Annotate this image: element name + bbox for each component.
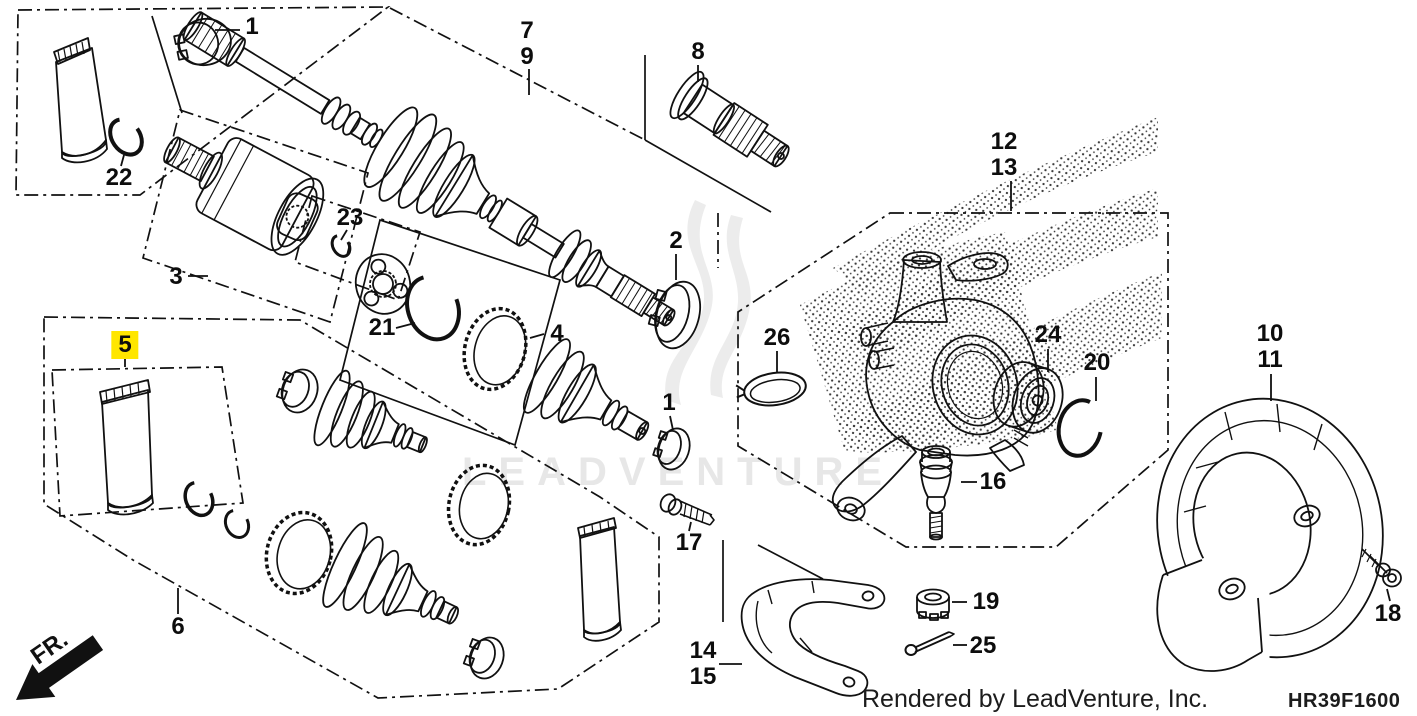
box-boot-kit [43,316,660,699]
credit-text: Rendered by LeadVenture, Inc. [862,685,1209,713]
grease-tube-5 [99,379,154,516]
callout-22[interactable]: 22 [105,164,133,191]
callout-11[interactable]: 11 [1257,346,1283,373]
box-knuckle [737,212,1169,548]
steering-knuckle [831,251,1040,522]
kit-clamp-lower [462,636,505,680]
inner-cv-joint [163,136,325,256]
boot-clamp-1-top [173,17,232,67]
stub-shaft-8 [669,70,790,168]
callout-15[interactable]: 15 [689,663,717,690]
joint-spider-flange [354,253,412,315]
kit-snap-ring-b [223,508,251,540]
callout-3[interactable]: 3 [169,263,183,290]
outboard-boot [522,338,650,441]
cotter-pin-25 [904,631,955,656]
callout-23[interactable]: 23 [336,204,364,231]
kit-lock-ring-2 [446,463,512,547]
boot-clamp-1-mid [652,427,691,471]
callout-26[interactable]: 26 [763,324,791,351]
driveshaft-assembly [182,11,676,327]
callout-1[interactable]: 1 [662,389,676,416]
callout-1[interactable]: 1 [245,13,259,40]
callout-14[interactable]: 14 [689,637,717,664]
callout-7[interactable]: 7 [520,17,534,44]
bolt-18 [1361,548,1402,588]
callout-17[interactable]: 17 [675,529,703,556]
callout-12[interactable]: 12 [990,128,1018,155]
callout-20[interactable]: 20 [1083,349,1111,376]
callout-9[interactable]: 9 [520,43,534,70]
kit-clamp-upper [275,368,319,414]
snap-ring-23 [330,234,352,258]
callout-21[interactable]: 21 [368,314,396,341]
boot-band-4 [462,306,528,392]
grease-tube-1 [53,37,108,164]
ball-joint-16 [919,445,953,541]
callout-24[interactable]: 24 [1034,321,1062,348]
kit-lock-ring [264,510,334,596]
direction-arrow: FR. [16,626,104,700]
circlip-26 [735,371,807,407]
callout-25[interactable]: 25 [969,632,997,659]
leader-lines [120,29,1391,665]
parts-layer [53,11,1402,708]
callout-13[interactable]: 13 [990,154,1018,181]
snap-ring-22 [108,117,144,157]
flame-watermark [665,200,751,405]
snap-ring-21 [405,274,461,342]
bolt-17 [659,493,715,526]
diagram-part-code: HR39F1600 [1288,690,1401,712]
halftone-swoosh [800,117,1162,453]
kit-boot-lower [322,522,460,625]
callout-2[interactable]: 2 [669,227,683,254]
castle-nut-19 [916,588,950,621]
boot-clamp-2 [647,280,702,350]
knuckle-guard-bracket [740,578,886,697]
box-grease-kit-top [15,6,391,196]
callout-6[interactable]: 6 [171,613,185,640]
callout-4[interactable]: 4 [550,320,564,347]
phantom-line [389,7,646,141]
grease-tube-kit-right [577,517,622,642]
box-grease-kit-5 [51,366,244,517]
snap-ring-20 [1056,398,1104,458]
callout-5[interactable]: 5 [111,331,139,359]
brake-splash-shield [1116,397,1384,708]
box-ring-21-4 [338,218,562,447]
kit-boot-upper [313,369,428,454]
kit-snap-ring-a [183,480,215,518]
box-inner-joint [141,108,370,324]
construction-lines [151,15,824,622]
callout-19[interactable]: 19 [972,588,1000,615]
callout-8[interactable]: 8 [691,38,705,65]
callout-16[interactable]: 16 [979,468,1007,495]
callout-18[interactable]: 18 [1374,600,1402,627]
callout-10[interactable]: 10 [1256,320,1284,347]
